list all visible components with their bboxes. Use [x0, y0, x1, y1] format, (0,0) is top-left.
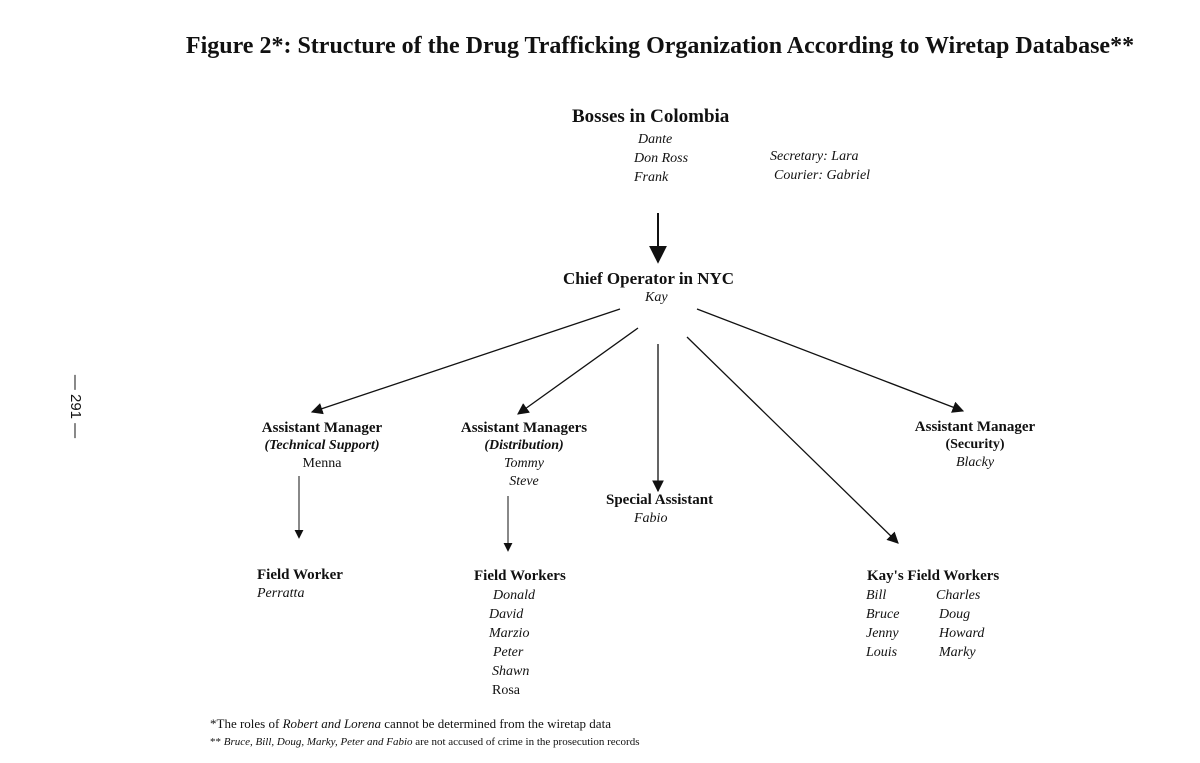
arrow-chief-to-kays-workers — [686, 336, 899, 544]
boss-name: Frank — [634, 170, 669, 185]
special-name: Fabio — [634, 511, 668, 526]
footnote-2: ** Bruce, Bill, Doug, Marky, Peter and F… — [210, 736, 639, 748]
security-subtitle: (Security) — [945, 437, 1005, 452]
kays-field-worker-item: Doug — [939, 607, 971, 622]
arrow-chief-to-tech-support — [310, 308, 621, 415]
kays-field-worker-item: Louis — [866, 645, 898, 660]
field-worker-item: Marzio — [489, 626, 530, 641]
kays-field-worker-item: Bruce — [866, 607, 900, 622]
distribution-node: Assistant Managers (Distribution) Tommy … — [452, 419, 596, 491]
kays-field-workers-right-column: Charles Doug Howard Marky — [936, 586, 984, 662]
kays-field-worker-item: Charles — [936, 588, 981, 603]
field-workers-heading: Field Workers — [474, 568, 566, 584]
special-heading: Special Assistant — [606, 492, 714, 508]
distribution-heading: Assistant Managers — [460, 420, 588, 436]
kays-field-worker-item: Jenny — [866, 626, 899, 641]
field-worker-item: Donald — [493, 588, 535, 603]
footnote-2-names: Bruce, Bill, Doug, Marky, Peter and Fabi… — [223, 736, 413, 748]
bosses-list: Dante Don Ross Frank — [634, 130, 688, 187]
footnote-1-names: Robert and Lorena — [282, 716, 382, 731]
tech-support-name: Menna — [302, 456, 342, 471]
distribution-subtitle: (Distribution) — [484, 438, 564, 453]
boss-name: Dante — [638, 132, 673, 147]
footnote-1: *The roles of Robert and Lorena cannot b… — [210, 716, 611, 732]
secretary-label: Secretary: Lara — [770, 149, 859, 164]
footnote-1-prefix: *The roles of — [210, 716, 283, 731]
footnote-1-suffix: cannot be determined from the wiretap da… — [381, 716, 611, 731]
courier-label: Courier: Gabriel — [774, 168, 871, 183]
security-heading: Assistant Manager — [914, 419, 1036, 435]
distribution-name: Tommy — [504, 456, 544, 471]
tech-support-node: Assistant Manager (Technical Support) Me… — [252, 419, 392, 473]
kays-field-worker-item: Howard — [939, 626, 985, 641]
kays-field-workers-left-column: Bill Bruce Jenny Louis — [866, 586, 899, 662]
field-worker-heading: Field Worker — [257, 567, 343, 583]
tech-support-subtitle: (Technical Support) — [264, 438, 380, 453]
kays-field-worker-item: Marky — [939, 645, 976, 660]
kays-field-worker-item: Bill — [866, 588, 887, 603]
footnote-2-suffix: are not accused of crime in the prosecut… — [412, 736, 640, 748]
boss-name: Don Ross — [634, 151, 689, 166]
field-worker-item: David — [489, 607, 524, 622]
chief-name: Kay — [645, 290, 668, 305]
field-worker-item: Shawn — [492, 664, 530, 679]
field-worker-item: Rosa — [492, 683, 520, 698]
arrow-chief-to-security — [696, 308, 965, 413]
figure-title: Figure 2*: Structure of the Drug Traffic… — [185, 33, 1135, 59]
security-name: Blacky — [955, 455, 995, 470]
footnote-2-prefix: ** — [210, 736, 224, 748]
field-worker-item: Peter — [493, 645, 524, 660]
chief-heading: Chief Operator in NYC — [563, 269, 735, 288]
security-node: Assistant Manager (Security) Blacky — [905, 418, 1045, 472]
field-worker-name: Perratta — [257, 586, 305, 601]
distribution-name: Steve — [509, 474, 539, 489]
field-workers-list: Donald David Marzio Peter Shawn Rosa — [489, 586, 535, 700]
page-number: — 291 — — [67, 374, 85, 439]
arrow-chief-to-distribution — [517, 327, 639, 415]
tech-support-heading: Assistant Manager — [261, 420, 383, 436]
kays-field-workers-heading: Kay's Field Workers — [867, 568, 1000, 584]
bosses-heading: Bosses in Colombia — [572, 106, 730, 127]
